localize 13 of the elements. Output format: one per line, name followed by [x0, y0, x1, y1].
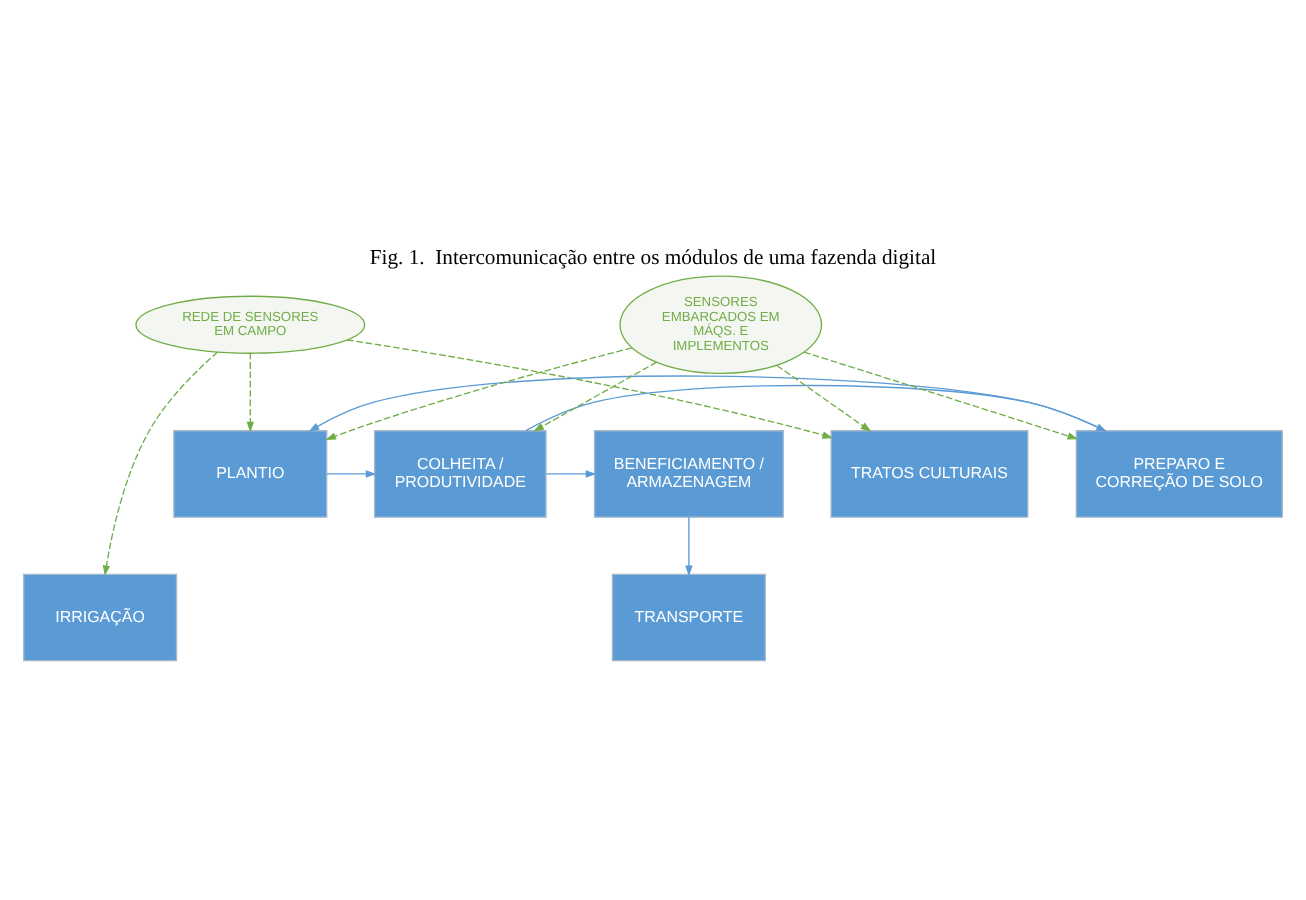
arrow — [776, 364, 872, 431]
arrow — [545, 469, 597, 477]
arrow — [326, 469, 377, 477]
arrow — [346, 338, 833, 438]
arrow — [325, 346, 633, 439]
arrow — [803, 350, 1079, 439]
arrow — [246, 351, 255, 432]
arrow — [525, 383, 1107, 431]
arrow — [533, 360, 658, 431]
arrow — [308, 374, 1106, 431]
arrow — [102, 350, 219, 576]
arrow — [685, 515, 693, 576]
diagram-title: Fig. 1. Intercomunicação entre os módulos de uma fazenda digital — [369, 246, 937, 269]
